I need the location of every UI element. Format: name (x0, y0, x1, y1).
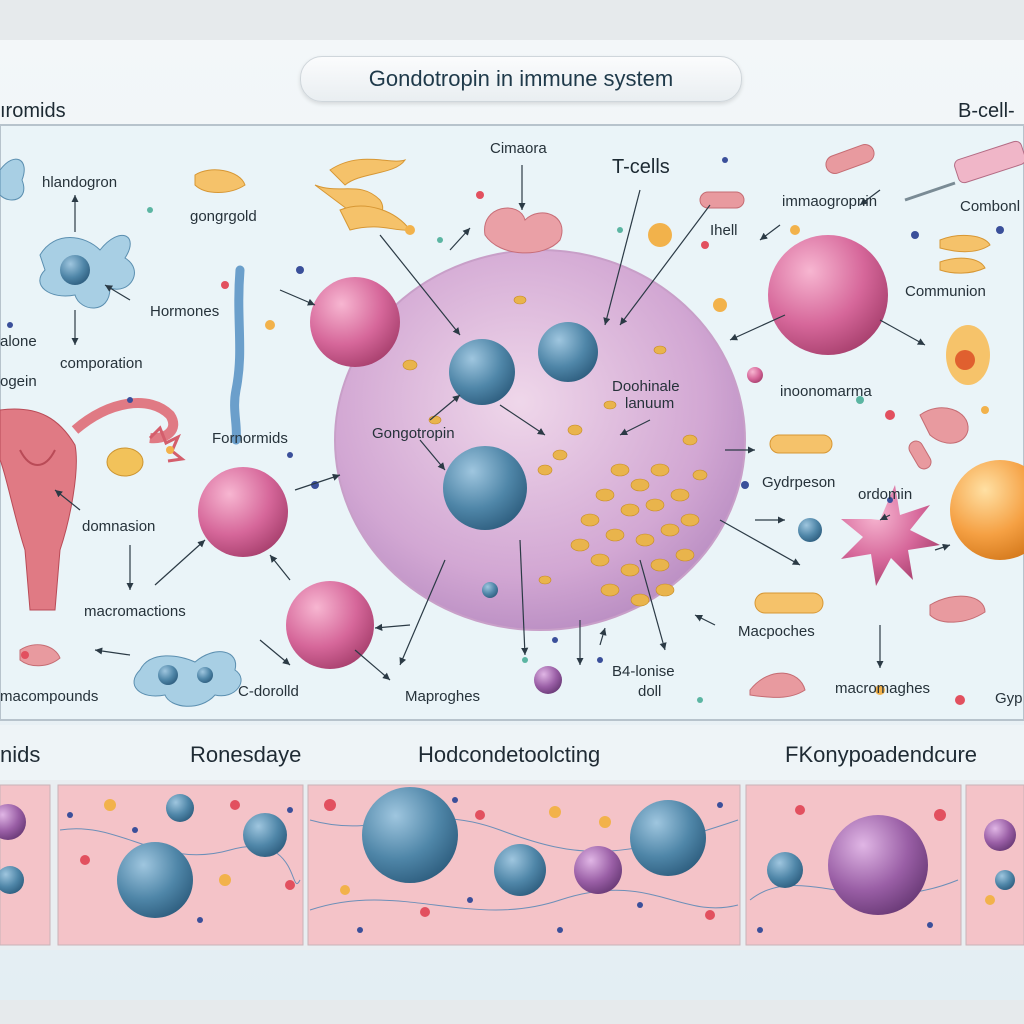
panel-header-hodcon: Hodcondetoolcting (418, 742, 601, 767)
label-ordomin: ordomin (858, 486, 913, 503)
panel-header-ronesdaye: Ronesdaye (190, 742, 302, 767)
label-hormones: Hormones (150, 303, 220, 320)
label-top-right: B-cell- (958, 100, 1015, 122)
label-top-left: ıromids (0, 100, 66, 122)
dendritic-cell-bottom (133, 651, 242, 707)
scattered-particles (7, 157, 1004, 705)
syringe-icon (904, 140, 1024, 202)
label-alone: alone (0, 333, 37, 350)
label-macromaghes: macromaghes (835, 680, 931, 697)
label-b4-lonise: B4-lonise (612, 663, 675, 680)
t-cell-3 (443, 446, 527, 530)
bottom-panels (0, 784, 1024, 946)
panel-header-fkony: FKonypoadendcure (785, 742, 978, 767)
label-lanuum: lanuum (625, 395, 675, 412)
pink-cells (198, 235, 940, 669)
label-inoonomarma: inoonomarma (780, 383, 872, 400)
label-macpoches: Macpoches (738, 623, 815, 640)
uterus-illustration (0, 398, 186, 611)
panel-header-strip (0, 725, 1024, 780)
arrows (54, 165, 951, 681)
label-fornormids: Fornormids (212, 430, 288, 447)
cimaora-structure (484, 207, 563, 254)
t-cell-1 (449, 339, 515, 405)
panel-right (965, 784, 1024, 946)
label-cimaora: Cimaora (490, 140, 547, 157)
label-comporation: comporation (60, 355, 143, 372)
label-doohinale: Doohinale (612, 378, 680, 395)
label-gydrpeson: Gydrpeson (762, 474, 836, 491)
label-ogein: ogein (0, 373, 37, 390)
granule-cluster (402, 295, 708, 607)
label-macompounds: macompounds (0, 688, 99, 705)
label-ihell: Ihell (710, 222, 738, 239)
t-cell-2 (538, 322, 598, 382)
label-t-cells: T-cells (612, 156, 670, 178)
capsules (19, 144, 986, 698)
diagram-title: Gondotropin in immune system (300, 56, 742, 102)
label-immaogropnin: immaogropnin (782, 193, 878, 210)
hormone-worms (194, 158, 991, 614)
label-macromactions: macromactions (84, 603, 186, 620)
label-maproghes: Maproghes (405, 688, 481, 705)
cell-chain (230, 265, 245, 445)
label-communion: Communion (905, 283, 986, 300)
label-gyp: Gyp (995, 690, 1023, 707)
dendritic-cell-corner (0, 158, 25, 201)
label-gongotropin: Gongotropin (372, 425, 455, 442)
label-combonent: Combonl (960, 198, 1021, 215)
label-hlandogron: hlandogron (42, 174, 118, 191)
orange-cell (950, 460, 1024, 560)
label-c-dorolld: C-dorolld (238, 683, 299, 700)
label-gongrgold: gongrgold (190, 208, 257, 225)
label-domnasion: domnasion (82, 518, 156, 535)
panel-header-left: nids (0, 742, 41, 767)
label-doll: doll (638, 683, 662, 700)
